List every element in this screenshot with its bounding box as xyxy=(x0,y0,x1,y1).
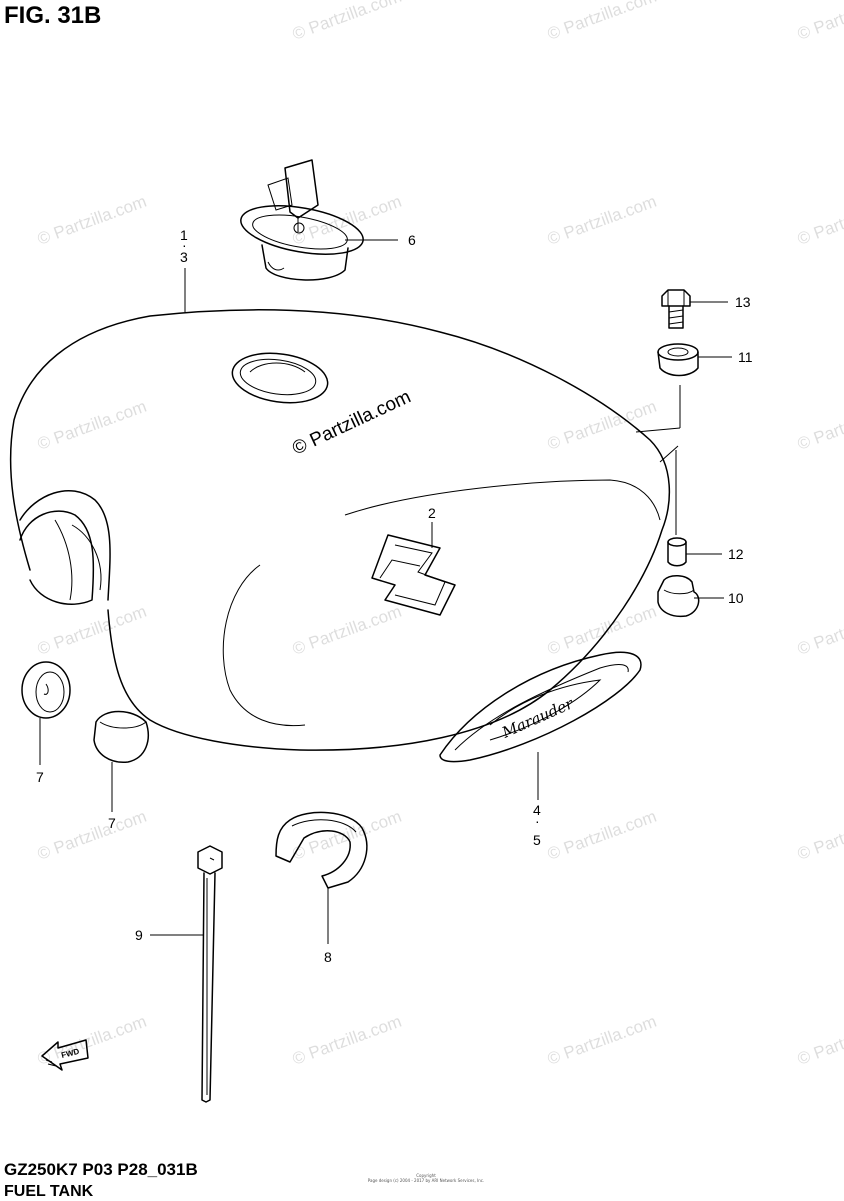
watermark: © Partzilla.com xyxy=(35,192,149,249)
watermark: © Partzilla.com xyxy=(290,1012,404,1069)
callout-3: 3 xyxy=(180,249,188,265)
callout-5: 5 xyxy=(533,832,541,848)
callout-13: 13 xyxy=(735,294,751,310)
watermark: © Partzilla.com xyxy=(35,602,149,659)
callout-separator: · xyxy=(182,237,187,253)
callout-7b: 7 xyxy=(108,815,116,831)
grommet-part xyxy=(657,343,699,377)
cushion-b-part xyxy=(93,710,149,763)
watermark: © Partzilla.com xyxy=(795,0,844,44)
emblem-s-part xyxy=(371,534,456,616)
callout-4: 4 xyxy=(533,802,541,818)
callout-1: 1 xyxy=(180,227,188,243)
watermark: © Partzilla.com xyxy=(290,0,404,44)
watermark: © Partzilla.com xyxy=(795,192,844,249)
callout-7a: 7 xyxy=(36,769,44,785)
forward-arrow-icon: FWD xyxy=(41,1039,89,1071)
watermark: © Partzilla.com xyxy=(290,807,404,864)
figure-name: FUEL TANK xyxy=(4,1183,94,1200)
watermark: © Partzilla.com xyxy=(545,602,659,659)
watermark: © Partzilla.com xyxy=(290,602,404,659)
watermark: © Partzilla.com xyxy=(545,0,659,44)
callout-labels: 1 · 3 6 13 11 12 10 2 4 · 5 7 7 8 9 xyxy=(36,227,753,965)
emblem-text: Marauder xyxy=(498,694,576,742)
callout-separator: · xyxy=(535,813,540,829)
watermark: © Partzilla.com xyxy=(35,807,149,864)
watermark: © Partzilla.com xyxy=(795,602,844,659)
figure-code: GZ250K7 P03 P28_031B xyxy=(4,1160,198,1179)
cable-tie-part xyxy=(197,845,223,1103)
watermark-main: © Partzilla.com xyxy=(289,386,414,459)
watermark: © Partzilla.com xyxy=(35,1012,149,1069)
watermark: © Partzilla.com xyxy=(795,397,844,454)
callout-10: 10 xyxy=(728,590,744,606)
fuel-cap-part xyxy=(240,159,364,281)
watermark: © Partzilla.com xyxy=(35,397,149,454)
clamp-part xyxy=(275,811,368,889)
bolt-part xyxy=(661,289,691,329)
watermark: © Partzilla.com xyxy=(545,807,659,864)
cushion-part xyxy=(657,575,700,618)
forward-arrow-label: FWD xyxy=(60,1047,80,1060)
callout-8: 8 xyxy=(324,949,332,965)
cushion-a-part xyxy=(21,661,71,719)
copyright-notice: Copyright Page design (c) 2004 - 2017 by… xyxy=(366,1173,486,1183)
callout-12: 12 xyxy=(728,546,744,562)
marauder-emblem-part: Marauder xyxy=(439,651,642,763)
leader-lines xyxy=(39,239,732,944)
copyright-line-1: Copyright xyxy=(416,1173,436,1178)
watermark: © Partzilla.com xyxy=(545,1012,659,1069)
watermark: © Partzilla.com xyxy=(545,397,659,454)
fuel-tank-part xyxy=(9,309,681,751)
callout-2: 2 xyxy=(428,505,436,521)
watermark: © Partzilla.com xyxy=(795,807,844,864)
callout-6: 6 xyxy=(408,232,416,248)
collar-part xyxy=(667,537,687,567)
callout-11: 11 xyxy=(738,349,753,365)
watermark-grid: © Partzilla.com © Partzilla.com © Partzi… xyxy=(35,0,844,1069)
copyright-line-2: Page design (c) 2004 - 2017 by ARI Netwo… xyxy=(367,1178,485,1183)
callout-9: 9 xyxy=(135,927,143,943)
figure-title: FIG. 31B xyxy=(4,2,102,29)
watermark: © Partzilla.com xyxy=(545,192,659,249)
watermark: © Partzilla.com xyxy=(795,1012,844,1069)
